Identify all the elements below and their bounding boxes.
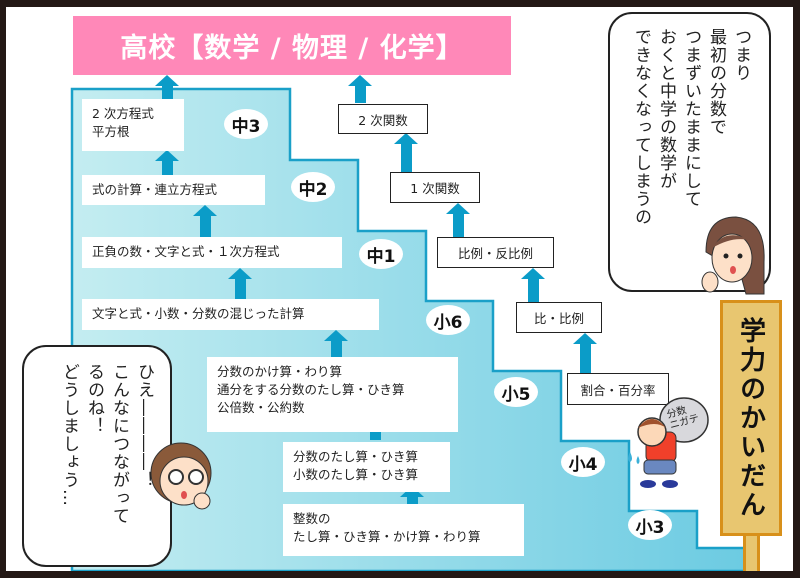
arrow-up-icon [521, 268, 545, 304]
topic-letters-decimals-fractions: 文字と式・小数・分数の混じった計算 [82, 299, 379, 330]
topic-fraction-multiplication: 分数のかけ算・わり算 通分をする分数のたし算・ひき算 公倍数・公約数 [207, 357, 458, 432]
arrow-up-icon [324, 330, 348, 359]
grade-label-jh1: 中1 [359, 239, 403, 269]
arrow-up-icon [573, 333, 597, 374]
arrow-up-icon [155, 75, 179, 99]
teacher-speech-text: つまり 最初の分数で つまずいたままにして おくと中学の数学が できなくなってし… [631, 28, 751, 226]
grade-label-jh3: 中3 [224, 109, 268, 139]
grade-label-el5: 小5 [494, 377, 538, 407]
topic-percentage: 割合・百分率 [567, 373, 669, 405]
teacher-avatar [696, 212, 768, 297]
topic-expressions-simultaneous: 式の計算・連立方程式 [82, 175, 265, 205]
arrow-up-icon [394, 133, 418, 173]
teacher-face-icon [701, 216, 765, 295]
topic-linear-functions: 1 次関数 [390, 172, 480, 203]
topic-signed-numbers: 正負の数・文字と式・１次方程式 [82, 237, 342, 268]
stairs-of-ability-sign: 学力のかいだん [720, 300, 782, 536]
topic-integer-arithmetic: 整数の たし算・ひき算・かけ算・わり算 [283, 504, 524, 556]
parent-speech-text: ひえ――――！ こんなにつながって るのね！ どうしましょう… [59, 363, 154, 525]
grade-label-el3: 小3 [628, 510, 672, 540]
arrow-up-icon [155, 150, 179, 176]
sign-text: 学力のかいだん [735, 317, 766, 520]
arrow-up-icon [228, 268, 252, 301]
boy-carrying-bag-illustration: 分数 ニガテ [626, 382, 716, 492]
topic-quadratic-functions: 2 次関数 [338, 104, 428, 134]
parent-avatar [146, 435, 216, 515]
boy-icon [628, 397, 709, 488]
topic-quadratic-equations: 2 次方程式 平方根 [82, 99, 184, 151]
topic-proportion: 比例・反比例 [437, 237, 554, 268]
topic-ratio: 比・比例 [516, 302, 602, 333]
arrow-up-icon [193, 205, 217, 238]
arrow-up-icon [446, 203, 470, 238]
high-school-banner: 高校【数学 / 物理 / 化学】 [73, 16, 511, 75]
sign-post-stick [743, 536, 760, 571]
illustration-frame: 高校【数学 / 物理 / 化学】 2 次方程式 平方根 式の計算・連立方程式 正… [6, 7, 793, 571]
grade-label-el4: 小4 [561, 447, 605, 477]
parent-face-icon [150, 442, 212, 510]
arrow-up-icon [348, 75, 372, 103]
grade-label-el6: 小6 [426, 305, 470, 335]
topic-fraction-addition: 分数のたし算・ひき算 小数のたし算・ひき算 [283, 442, 450, 492]
grade-label-jh2: 中2 [291, 172, 335, 202]
